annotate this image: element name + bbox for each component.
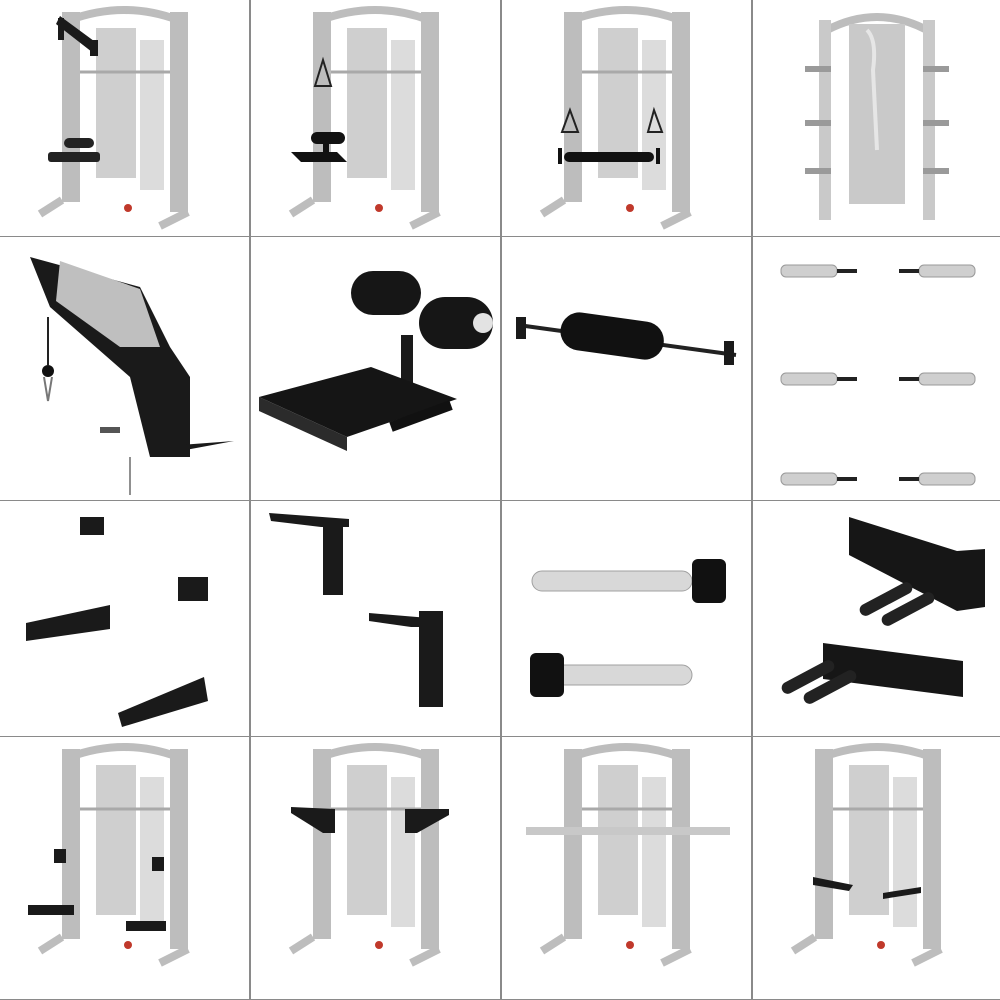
pulldown-arm-icon [30,257,234,495]
weight-post-icon [530,559,726,697]
weight-horns-icon [780,264,976,486]
rack-barbell-icon [526,743,730,967]
hip-bar-icon [516,312,737,365]
panel-padded-hip-bar [502,237,751,500]
rack-frame [539,6,692,230]
rack-frame [539,743,692,967]
spotter-arms-icon [26,517,208,727]
rack-frame [37,6,190,230]
rack-pulldown-icon [37,6,190,230]
panel-rack-with-weight-horns-and-curl-bar [753,0,1000,236]
panel-dip-bar-attachments [251,501,500,736]
rack-leg-roller-icon [288,6,441,230]
panel-weight-storage-horns-set [753,237,1000,500]
panel-rack-with-lat-pulldown-arm [0,0,249,236]
rack-frame [288,743,441,967]
rack-hip-pad-icon [539,6,692,230]
leg-roller-icon [259,271,493,451]
rack-horns-icon [805,13,949,220]
rack-spotter-icon [28,743,190,967]
panel-lat-pulldown-attachment [0,237,249,500]
panel-rack-with-dip-bars [251,737,500,999]
panel-rack-with-barbell-on-smith [502,737,751,999]
panel-rack-with-spotter-arms [0,737,249,999]
panel-rack-with-hip-thrust-pad [502,0,751,236]
rack-frame [790,743,943,967]
panel-leg-roller-seat-attachment [251,237,500,500]
panel-spotter-arms-and-j-hooks [0,501,249,736]
dip-bar-icon [269,513,443,707]
rack-frame [288,6,441,230]
storage-bracket-icon [781,517,985,704]
panel-rack-with-low-dip-handles [753,737,1000,999]
rack-dip-icon [288,743,449,967]
rack-frame [37,743,190,967]
panel-double-post-storage-brackets [753,501,1000,736]
rack-low-handles-icon [790,743,943,967]
panel-rack-with-leg-roller-seat [251,0,500,236]
panel-landmine-weight-posts [502,501,751,736]
